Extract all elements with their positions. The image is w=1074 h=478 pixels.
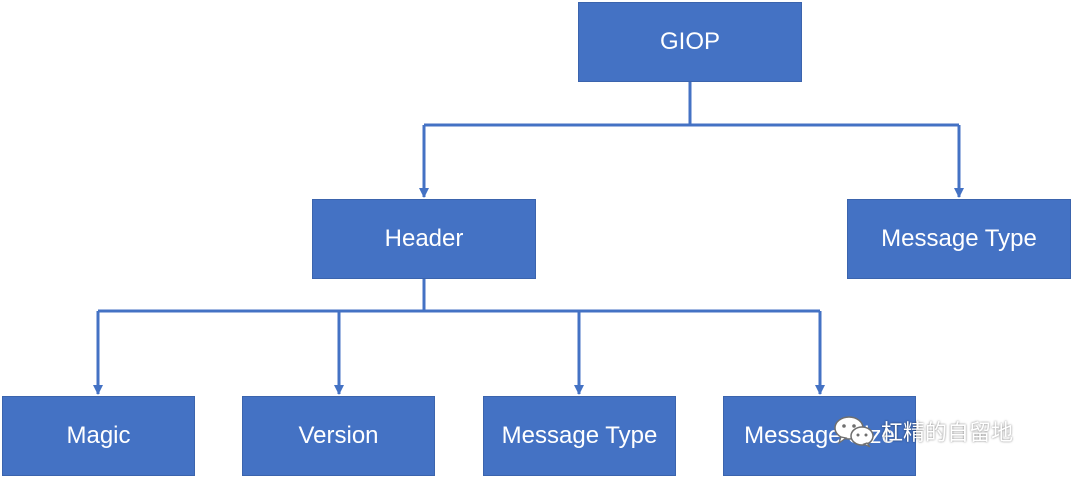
node-giop-label: GIOP	[659, 28, 720, 55]
wechat-icon	[834, 416, 874, 448]
node-message-type-bottom: Message Type	[483, 396, 676, 476]
node-header-label: Header	[384, 225, 464, 252]
watermark-text: 杠精的自留地	[881, 421, 1014, 446]
node-version: Version	[242, 396, 435, 476]
node-magic: Magic	[2, 396, 195, 476]
node-giop: GIOP	[578, 2, 802, 82]
watermark: 杠精的自留地	[833, 414, 1013, 448]
node-message-type-bottom-label: Message Type	[501, 422, 658, 449]
node-message-type-top-label: Message Type	[881, 225, 1037, 252]
node-message-type-top: Message Type	[847, 199, 1071, 279]
node-message-size: Message Size	[723, 396, 916, 476]
node-header: Header	[312, 199, 536, 279]
node-magic-label: Magic	[66, 422, 131, 449]
node-version-label: Version	[298, 422, 379, 449]
